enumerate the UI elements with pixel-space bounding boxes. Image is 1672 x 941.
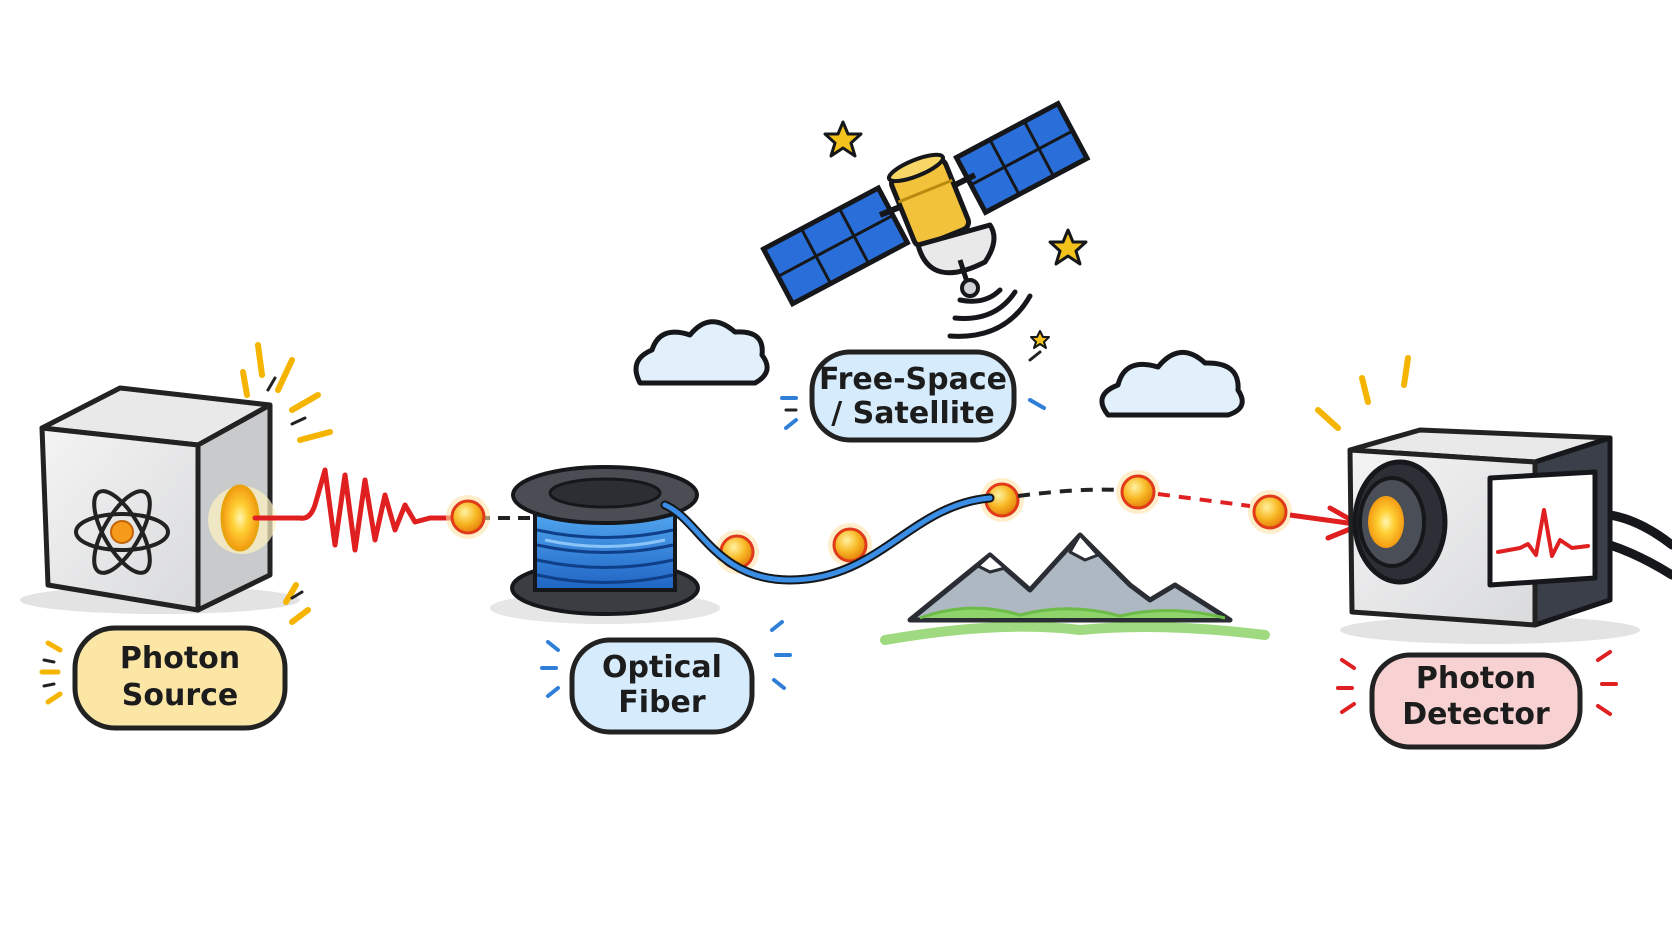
free-space-path <box>1017 487 1363 541</box>
photon-source: Photon Source <box>20 342 333 731</box>
optical-fiber-label: Optical Fiber <box>540 620 792 735</box>
detector-cable <box>1605 540 1672 580</box>
solar-panel-right <box>953 100 1091 216</box>
free-space-satellite-label: Free-Space / Satellite <box>780 349 1046 443</box>
fiber-label-line1: Optical <box>602 650 722 685</box>
cloud-left <box>633 319 770 386</box>
photon-particle <box>1116 470 1160 514</box>
photon-particle <box>828 523 872 567</box>
detector-label-line1: Photon <box>1416 661 1536 696</box>
waveform-icon <box>1487 469 1598 588</box>
star-icon <box>823 120 863 158</box>
satellite-label-line2: / Satellite <box>831 396 994 431</box>
photon-source-label: Photon Source <box>39 625 288 731</box>
source-label-line2: Source <box>122 678 239 713</box>
source-label-line1: Photon <box>120 641 240 676</box>
atom-icon <box>74 489 170 575</box>
fiber-label-line2: Fiber <box>618 685 706 720</box>
detector-label-line2: Detector <box>1402 697 1550 732</box>
emission-glow-icon <box>208 342 333 625</box>
signal-wave-icon <box>947 287 1033 339</box>
satellite <box>760 100 1091 339</box>
photon-particles <box>446 470 1292 574</box>
photon-detector: Photon Detector <box>1315 355 1672 750</box>
satellite-label-line1: Free-Space <box>819 362 1007 397</box>
solar-panel-left <box>760 184 911 308</box>
source-box-front <box>39 425 201 613</box>
star-icon <box>1048 228 1088 266</box>
photon-particle <box>1248 490 1292 534</box>
optical-fiber-spool: Optical Fiber <box>490 465 995 735</box>
detector-lens <box>1352 459 1448 585</box>
star-icon <box>1030 330 1050 349</box>
mountains <box>880 532 1270 645</box>
detector-shadow <box>1340 616 1640 644</box>
photon-detector-label: Photon Detector <box>1336 650 1618 750</box>
photon-particle <box>446 495 490 539</box>
cloud-right <box>1099 350 1245 418</box>
detector-cable <box>1605 510 1672 550</box>
